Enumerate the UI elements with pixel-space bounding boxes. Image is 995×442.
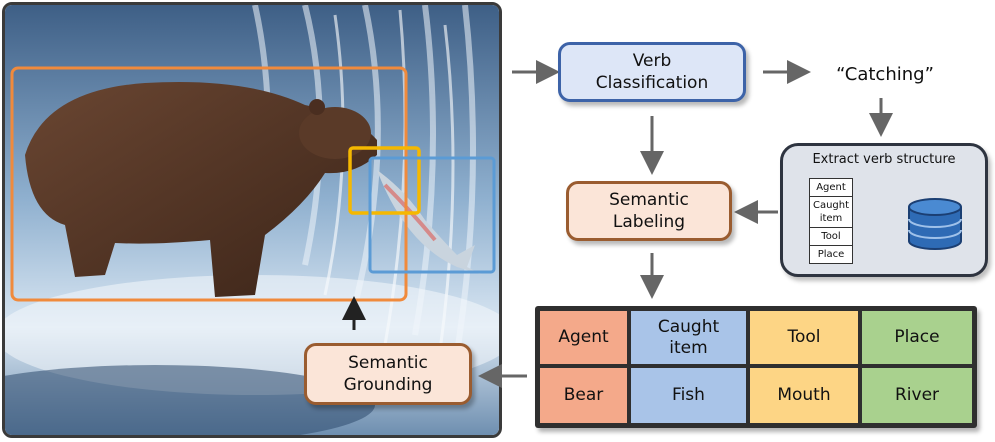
bear-figure [25,81,377,297]
catching-output: “Catching” [800,60,970,88]
semantic-grounding-node: Semantic Grounding [304,343,472,405]
role-list: Agent Caught item Tool Place [809,178,853,264]
role-item-tool: Tool [810,228,852,246]
role-item-caught-item: Caught item [810,197,852,228]
role-item-agent: Agent [810,179,852,197]
verb-classification-label: Verb Classification [595,51,709,93]
semantic-labeling-label: Semantic Labeling [609,190,689,232]
role-item-place: Place [817,249,845,260]
caught-item-bounding-box [368,156,496,274]
semantic-grounding-label: Semantic Grounding [343,353,433,395]
table-header-tool: Tool [750,311,858,364]
database-icon [908,198,962,250]
table-value-river: River [862,368,972,423]
semantic-role-table: Agent Caught item Tool Place Bear Fish M… [535,306,977,428]
table-value-fish: Fish [631,368,746,423]
table-value-mouth: Mouth [750,368,858,423]
verb-classification-node: Verb Classification [558,42,746,102]
table-value-bear: Bear [540,368,627,423]
extract-verb-structure-panel: Extract verb structure Agent Caught item… [780,143,988,277]
agent-bounding-box [10,66,408,302]
tool-bounding-box [348,146,421,215]
table-header-caught-item: Caught item [631,311,746,364]
semantic-labeling-node: Semantic Labeling [566,181,732,241]
extract-title: Extract verb structure [812,152,956,167]
table-header-agent: Agent [540,311,627,364]
table-header-place: Place [862,311,972,364]
catching-label: “Catching” [836,63,934,85]
